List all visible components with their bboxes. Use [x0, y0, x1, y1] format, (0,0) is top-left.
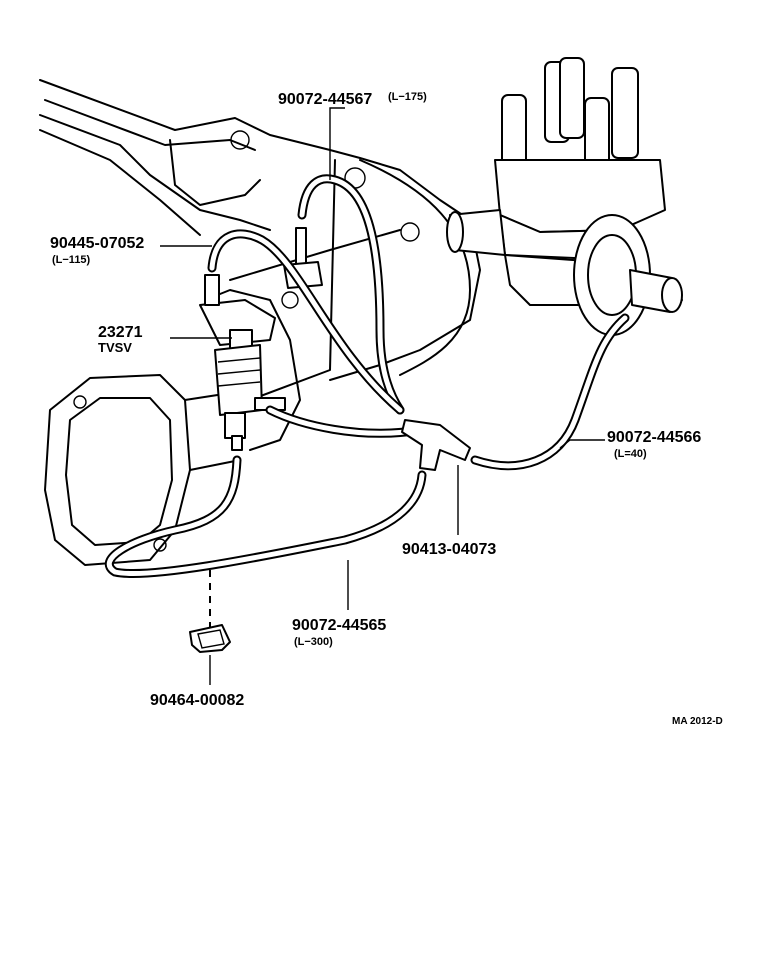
distributor — [446, 57, 683, 336]
label-hose-300: 90072-44565 (L−300) — [292, 617, 386, 648]
part-number: 90413-04073 — [402, 541, 496, 558]
leader-lines — [160, 107, 605, 685]
part-number: 90072-44567 — [278, 91, 372, 108]
nipple-fittings — [283, 227, 323, 289]
part-number: 90445-07052 — [50, 235, 144, 252]
figure-code: MA 2012-D — [672, 716, 723, 727]
part-note: (L−115) — [52, 254, 91, 266]
label-hose-175: 90072-44567 (L−175) — [278, 91, 427, 108]
t-connector — [401, 419, 471, 471]
part-number: 90072-44566 — [607, 429, 701, 446]
part-number: 90464-00082 — [150, 692, 244, 709]
part-note: (L−300) — [294, 636, 333, 648]
part-number: 90072-44565 — [292, 617, 386, 634]
hose-clamp — [189, 570, 231, 653]
tvsv-valve — [199, 274, 286, 451]
label-tvsv: 23271 TVSV — [98, 324, 143, 355]
label-connector: 90413-04073 — [402, 541, 496, 558]
part-number: 23271 — [98, 324, 143, 341]
part-note: (L=40) — [614, 448, 647, 460]
part-note: (L−175) — [388, 91, 427, 103]
label-clamp: 90464-00082 — [150, 692, 244, 709]
label-hose-40: 90072-44566 (L=40) — [607, 429, 701, 460]
label-hose-115: 90445-07052 (L−115) — [50, 235, 144, 266]
vacuum-hoses — [104, 174, 630, 579]
part-note: TVSV — [98, 340, 132, 355]
